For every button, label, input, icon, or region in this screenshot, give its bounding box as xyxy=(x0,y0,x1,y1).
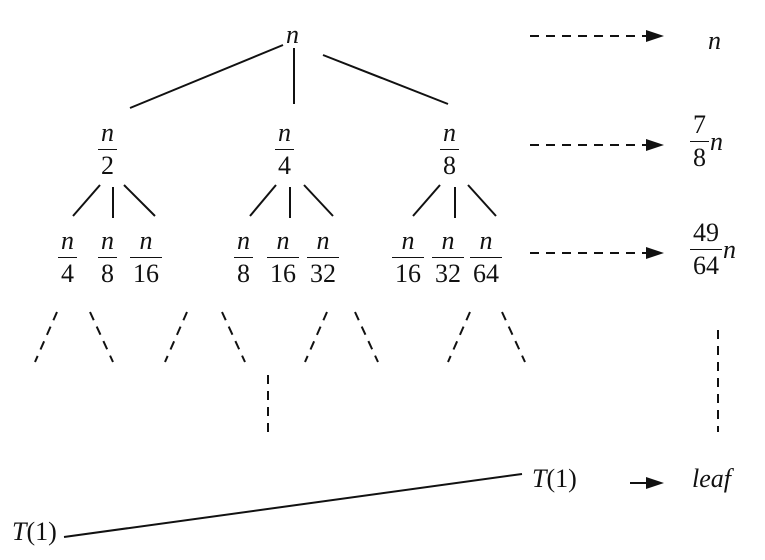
fraction-bar xyxy=(98,257,117,258)
sum-row2-num: 49 xyxy=(693,218,719,247)
level2-node: n 32 xyxy=(432,228,464,287)
level2-node: n 8 xyxy=(234,228,253,287)
level2-num: n xyxy=(276,226,290,255)
fraction-bar xyxy=(432,257,464,258)
leaf-span-line xyxy=(63,473,523,538)
fraction-bar xyxy=(690,249,722,250)
root-node: n xyxy=(286,20,299,49)
fraction-bar xyxy=(58,257,77,258)
edge-l1c-1 xyxy=(412,184,441,217)
sum-row2-den: 64 xyxy=(693,251,719,280)
dash-cont-6 xyxy=(354,311,379,363)
level2-num: n xyxy=(401,226,415,255)
edge-l1a-3 xyxy=(123,184,156,217)
sum-row1-n: n xyxy=(710,126,723,156)
level2-node: n 16 xyxy=(130,228,162,287)
level2-den: 8 xyxy=(237,259,250,288)
level2-den: 32 xyxy=(435,259,461,288)
level1-node: n 2 xyxy=(98,120,117,179)
level1-den: 8 xyxy=(443,151,456,180)
level2-den: 16 xyxy=(270,259,296,288)
dash-cont-7 xyxy=(447,311,471,363)
level2-den: 8 xyxy=(101,259,114,288)
level2-num: n xyxy=(101,226,114,255)
level2-node: n 32 xyxy=(307,228,339,287)
edge-l1c-3 xyxy=(467,184,497,217)
level2-num: n xyxy=(61,226,74,255)
sum-row2: 49 64 n xyxy=(690,220,736,279)
edge-root-right xyxy=(322,54,449,105)
fraction-bar xyxy=(130,257,162,258)
fraction-bar xyxy=(234,257,253,258)
fraction-bar xyxy=(440,149,459,150)
arrow-row1-head xyxy=(646,139,664,151)
leaf-label: leaf xyxy=(692,464,731,493)
dash-cont-5 xyxy=(304,311,328,363)
sum-row1-den: 8 xyxy=(693,143,706,172)
sum-row0: n xyxy=(708,26,721,55)
dash-cont-8 xyxy=(501,311,526,363)
dash-cont-1 xyxy=(34,311,58,363)
level2-node: n 64 xyxy=(470,228,502,287)
level2-den: 4 xyxy=(61,259,74,288)
level1-node: n 8 xyxy=(440,120,459,179)
sum-row1-num: 7 xyxy=(693,110,706,139)
arrow-row0-head xyxy=(646,30,664,42)
level2-num: n xyxy=(441,226,455,255)
edge-l1a-1 xyxy=(72,184,101,217)
arrow-row2-head xyxy=(646,247,664,259)
sum-row2-fraction: 49 64 xyxy=(690,220,722,279)
sum-row1: 7 8 n xyxy=(690,112,723,171)
level2-node: n 8 xyxy=(98,228,117,287)
fraction-bar xyxy=(267,257,299,258)
dash-cont-3 xyxy=(164,311,188,363)
sum-row1-fraction: 7 8 xyxy=(690,112,709,171)
level1-node: n 4 xyxy=(275,120,294,179)
level2-node: n 4 xyxy=(58,228,77,287)
level2-node: n 16 xyxy=(392,228,424,287)
leaf-right-text: T(1) xyxy=(532,464,577,493)
level2-den: 16 xyxy=(395,259,421,288)
level1-num: n xyxy=(443,118,456,147)
dash-cont-4 xyxy=(221,311,246,363)
sum-row2-n: n xyxy=(723,234,736,264)
level2-node: n 16 xyxy=(267,228,299,287)
fraction-bar xyxy=(470,257,502,258)
level2-den: 64 xyxy=(473,259,499,288)
level2-num: n xyxy=(237,226,250,255)
dash-cont-2 xyxy=(89,311,114,363)
leaf-left-text: T(1) xyxy=(12,517,57,546)
level2-num: n xyxy=(316,226,330,255)
level2-num: n xyxy=(139,226,153,255)
level2-num: n xyxy=(479,226,493,255)
fraction-bar xyxy=(307,257,339,258)
fraction-bar xyxy=(392,257,424,258)
edge-l1b-3 xyxy=(303,184,334,217)
fraction-bar xyxy=(98,149,117,150)
fraction-bar xyxy=(690,141,709,142)
level1-num: n xyxy=(278,118,291,147)
level1-den: 4 xyxy=(278,151,291,180)
fraction-bar xyxy=(275,149,294,150)
leaf-right: T(1) xyxy=(532,466,577,492)
edge-l1b-1 xyxy=(249,184,277,217)
level2-den: 32 xyxy=(310,259,336,288)
leaf-left: T(1) xyxy=(12,519,57,545)
arrow-leaf-head xyxy=(646,477,664,489)
level1-num: n xyxy=(101,118,114,147)
edge-root-left xyxy=(129,44,284,109)
level1-den: 2 xyxy=(101,151,114,180)
level2-den: 16 xyxy=(133,259,159,288)
